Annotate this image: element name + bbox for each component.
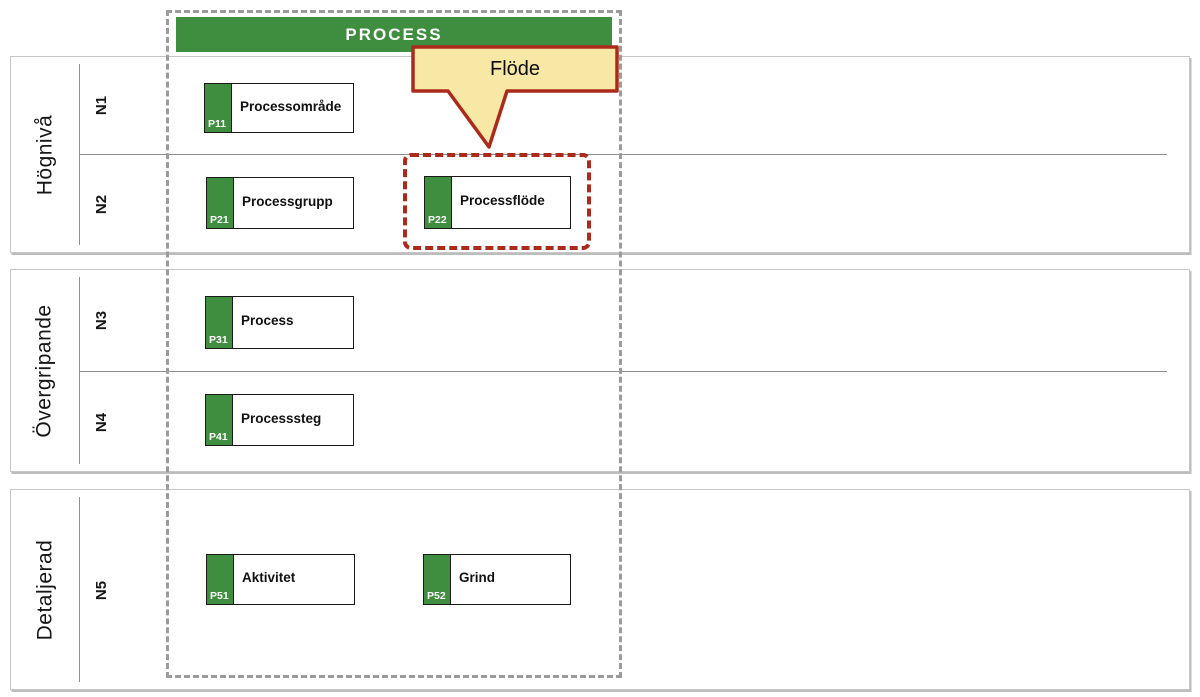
level-band-overgripande: Övergripande N3 N4 P31 Process P41 Proce… bbox=[10, 269, 1190, 472]
box-code: P31 bbox=[209, 334, 228, 346]
box-code-tab: P22 bbox=[425, 177, 452, 228]
group-label-hognivaa: Högnivå bbox=[33, 114, 56, 195]
box-title: Processgrupp bbox=[242, 193, 333, 209]
flode-callout-bubble bbox=[411, 45, 619, 149]
process-box-p21: P21 Processgrupp bbox=[206, 177, 354, 229]
row-label-n3: N3 bbox=[93, 310, 111, 331]
box-code: P11 bbox=[208, 118, 227, 130]
processflode-highlight-outline bbox=[403, 153, 591, 250]
box-code-tab: P31 bbox=[206, 297, 233, 348]
box-title: Processsteg bbox=[241, 410, 322, 426]
row-divider-line bbox=[79, 154, 1167, 155]
box-code-tab: P11 bbox=[205, 84, 232, 132]
box-code: P51 bbox=[210, 590, 229, 602]
box-title: Processflöde bbox=[460, 193, 545, 208]
group-label-detaljerad: Detaljerad bbox=[33, 539, 57, 640]
row-label-n5: N5 bbox=[93, 580, 111, 601]
box-title: Process bbox=[241, 313, 294, 328]
process-box-p41: P41 Processsteg bbox=[205, 394, 354, 446]
level-band-detaljerad: Detaljerad N5 P51 Aktivitet P52 Grind bbox=[10, 489, 1190, 690]
box-title: Processområde bbox=[240, 98, 342, 114]
box-code-tab: P52 bbox=[424, 555, 451, 604]
box-code: P22 bbox=[428, 214, 447, 226]
callout-label: Flöde bbox=[489, 57, 541, 80]
process-box-p52: P52 Grind bbox=[423, 554, 571, 605]
box-title: Aktivitet bbox=[242, 570, 296, 585]
process-box-p11: P11 Processområde bbox=[204, 83, 354, 133]
box-code-tab: P51 bbox=[207, 555, 234, 604]
row-divider-line bbox=[79, 371, 1167, 372]
row-label-n1: N1 bbox=[93, 95, 111, 116]
group-label-overgripande: Övergripande bbox=[33, 303, 56, 438]
process-box-p51: P51 Aktivitet bbox=[206, 554, 355, 605]
process-box-p22: P22 Processflöde bbox=[424, 176, 571, 229]
group-divider-line bbox=[79, 277, 80, 464]
process-header-label: PROCESS bbox=[345, 24, 443, 44]
row-label-n2: N2 bbox=[93, 194, 111, 214]
box-code: P21 bbox=[210, 214, 229, 226]
box-title: Grind bbox=[459, 570, 495, 585]
callout-shape bbox=[411, 45, 619, 149]
box-code: P52 bbox=[427, 590, 446, 602]
box-code: P41 bbox=[209, 431, 228, 443]
row-label-n4: N4 bbox=[93, 412, 111, 432]
box-code-tab: P21 bbox=[207, 178, 234, 228]
box-code-tab: P41 bbox=[206, 395, 233, 445]
process-box-p31: P31 Process bbox=[205, 296, 354, 349]
group-divider-line bbox=[79, 497, 80, 682]
process-header-bar: PROCESS bbox=[176, 17, 612, 52]
